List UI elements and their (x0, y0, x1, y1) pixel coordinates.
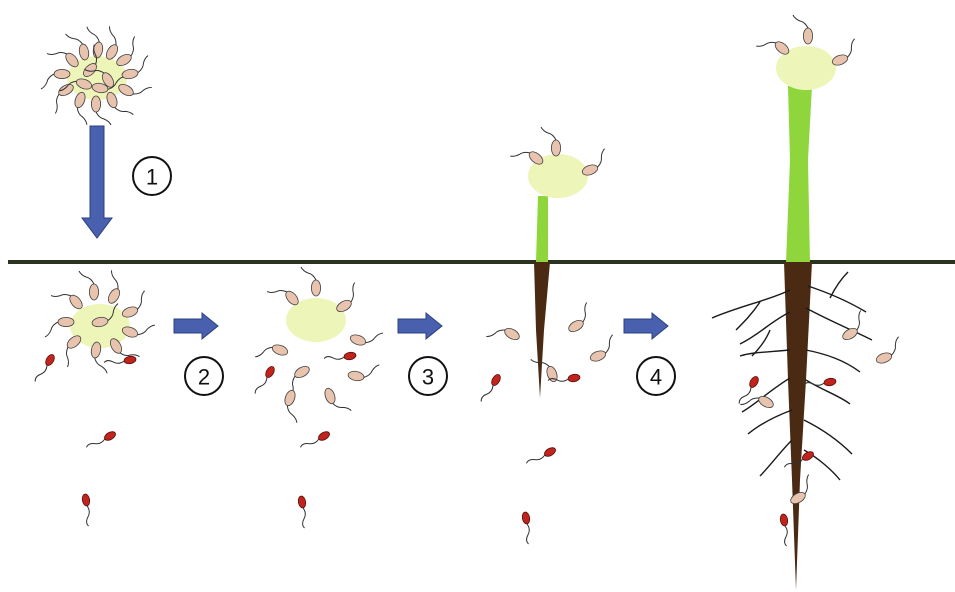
step-4-label: 4 (650, 365, 662, 390)
arrow-step-3 (397, 312, 443, 340)
beneficial-bacteria-cluster (254, 266, 384, 424)
beneficial-bacteria-cluster (44, 269, 156, 374)
seed-cotyledon (776, 46, 836, 90)
arrow-step-1 (81, 125, 113, 239)
pathogen-bacteria (253, 350, 358, 529)
seed (67, 56, 127, 100)
arrow-step-2 (173, 312, 219, 340)
seed-in-soil (33, 269, 156, 527)
step-2-label: 2 (198, 365, 210, 390)
step-3-marker: 3 (408, 356, 448, 396)
taproot (784, 262, 812, 590)
seed (286, 298, 346, 342)
arrow-step-4 (623, 312, 669, 340)
mature-plant (711, 14, 906, 590)
pathogen-bacteria (737, 374, 838, 547)
step-2-marker: 2 (184, 356, 224, 396)
pathogen-bacteria (33, 352, 138, 527)
stem (786, 86, 812, 262)
shoot (536, 196, 548, 262)
seed-cotyledon (528, 154, 588, 198)
step-1-label: 1 (146, 165, 158, 190)
step-3-label: 3 (422, 365, 434, 390)
step-4-marker: 4 (636, 356, 676, 396)
step-1-marker: 1 (132, 156, 172, 196)
seedling (479, 126, 620, 545)
coated-seed-top (40, 25, 153, 126)
taproot (534, 262, 550, 398)
lateral-roots (711, 271, 873, 481)
seed-dispersing (253, 266, 384, 529)
pathogen-bacteria (479, 372, 582, 545)
beneficial-bacteria-in-soil (485, 302, 620, 388)
